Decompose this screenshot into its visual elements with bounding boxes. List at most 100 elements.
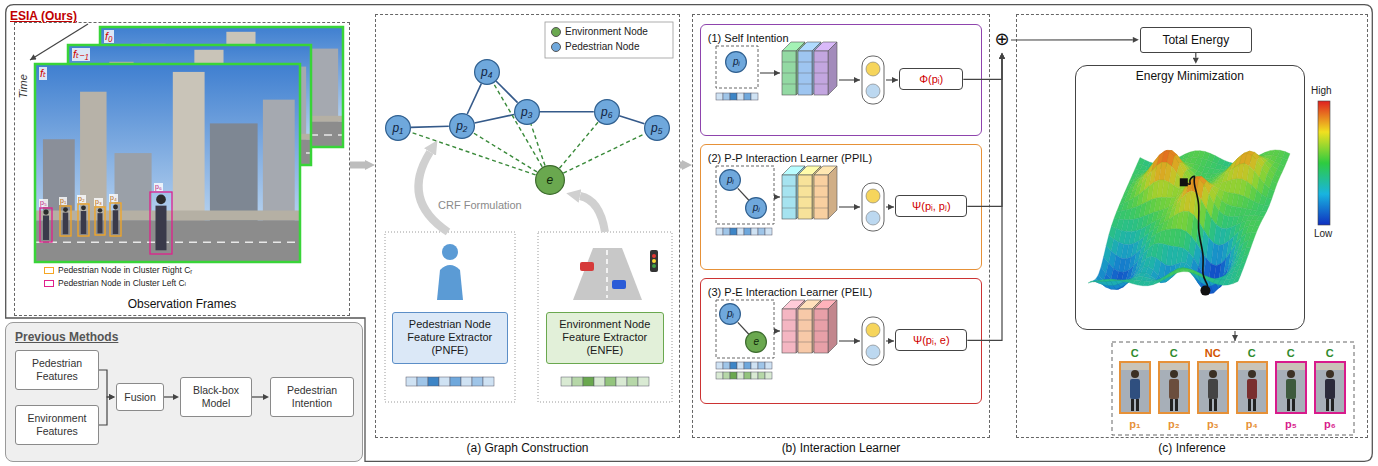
feature-cell (730, 228, 737, 235)
node-circle (535, 165, 564, 194)
legend-swatch (551, 42, 561, 52)
cube-side (828, 166, 837, 219)
crop-person-leg (1214, 399, 1217, 411)
crop-person-head (1287, 370, 1295, 378)
label-holder: High (1311, 85, 1332, 97)
pedestrian-node: pᵢ (719, 169, 741, 191)
node-circle (720, 170, 741, 191)
crop-label: C (1274, 347, 1308, 360)
crf-arrow (580, 196, 605, 232)
crop-label: p₁ (1118, 418, 1152, 431)
box-label: Total Energy (1162, 33, 1229, 47)
result-group (1112, 342, 1354, 435)
node-symbol: p₃ (521, 105, 532, 119)
crop-person-leg (1331, 399, 1334, 411)
node-symbol: pᵢ (727, 174, 734, 186)
crop-building (1237, 362, 1267, 370)
pedestrian-node: pᵢ (719, 303, 741, 325)
learner-title: (1) Self Intention (708, 32, 789, 45)
flow-arrow (1234, 331, 1235, 341)
connector (1195, 53, 1196, 58)
feature-cell (572, 377, 583, 386)
cube-grid (798, 186, 812, 187)
panel-title: Previous Methods (15, 330, 118, 344)
crop-person-leg (1170, 399, 1173, 411)
node-symbol: p₂ (456, 119, 467, 133)
neuron-layer (862, 183, 884, 231)
cube-grid (798, 208, 812, 209)
feature-cell (638, 377, 649, 386)
process-box: Black-box Model (180, 377, 252, 417)
process-box: Total Energy (1140, 27, 1252, 53)
feature-cell (616, 377, 627, 386)
input-region (716, 300, 774, 358)
node-symbol: pᵢ (733, 56, 740, 68)
crop-person-body (1169, 379, 1179, 399)
annotation-label: p₄ (109, 194, 118, 202)
panel-caption: (a) Graph Construction (376, 441, 679, 455)
feature-cell (737, 362, 744, 369)
pedestrian-node: p₁ (385, 115, 411, 141)
legend-item: Pedestrian Node (551, 41, 640, 53)
connector (1011, 39, 1133, 40)
start-marker (1180, 178, 1188, 186)
feature-cell (737, 372, 744, 379)
pedestrian-body (113, 210, 119, 234)
street-photo (35, 64, 300, 262)
cube-grid (782, 197, 796, 198)
feature-cell (744, 372, 751, 379)
feature-cell (472, 377, 483, 386)
legend-swatch (44, 267, 54, 274)
crop-building (1276, 362, 1306, 370)
pedestrian-head (156, 195, 166, 205)
road (35, 220, 300, 262)
legend-item: Pedestrian Node in Cluster Right Cᵣ (44, 265, 192, 275)
crop-background (1198, 362, 1228, 413)
connector (619, 116, 644, 124)
road-icon (573, 248, 642, 300)
lane-marking (35, 241, 300, 243)
cube-grid (782, 84, 796, 85)
car-icon (580, 262, 594, 271)
connector (99, 370, 109, 397)
feature-cell (758, 372, 765, 379)
label-holder: p₁ (59, 197, 67, 205)
crop-person-body (1208, 379, 1218, 399)
neuron (866, 189, 880, 203)
colorbar (1318, 101, 1330, 225)
node-circle (726, 52, 747, 73)
annotation-label: fₜ₋₁ (72, 48, 90, 61)
connector (680, 162, 682, 169)
cube-front (798, 175, 812, 219)
feature-cube (814, 300, 837, 353)
annotation-label: p₂ (77, 195, 86, 203)
crop-border (1120, 362, 1150, 413)
surface-cell (1259, 211, 1267, 216)
feature-extractor-box: Pedestrian Node Feature Extractor (PNFE) (392, 312, 508, 364)
cube-grid (814, 73, 828, 74)
feature-cell (716, 372, 723, 379)
cube-front (798, 309, 812, 353)
energy-function-box: Φ(pᵢ) (899, 68, 963, 90)
label-holder: p₄ (109, 194, 118, 202)
pedestrian-node: pᵢ (725, 51, 747, 73)
cube-grid (782, 186, 796, 187)
energy-function-box: Ψ(pᵢ, e) (895, 329, 967, 351)
neuron-layer (862, 56, 884, 104)
panel-caption: (c) Inference (1017, 441, 1367, 455)
connector (350, 162, 365, 169)
extractor-region (538, 232, 672, 402)
box-label: Pedestrian Node Feature Extractor (PNFE) (398, 318, 502, 358)
cube-grid (798, 331, 812, 332)
crop-border (1276, 362, 1306, 413)
traffic-lamp (652, 254, 656, 258)
cube-grid (782, 320, 796, 321)
pedestrian-crop: Cp₄ (1235, 346, 1269, 432)
cube-grid (782, 73, 796, 74)
connector (475, 115, 515, 124)
pedestrian-node: pⱼ (745, 197, 767, 219)
box-label: Pedestrian Features (21, 357, 93, 382)
feature-cell (627, 377, 638, 386)
surface-cell (1264, 197, 1272, 205)
crop-background (1276, 362, 1306, 413)
